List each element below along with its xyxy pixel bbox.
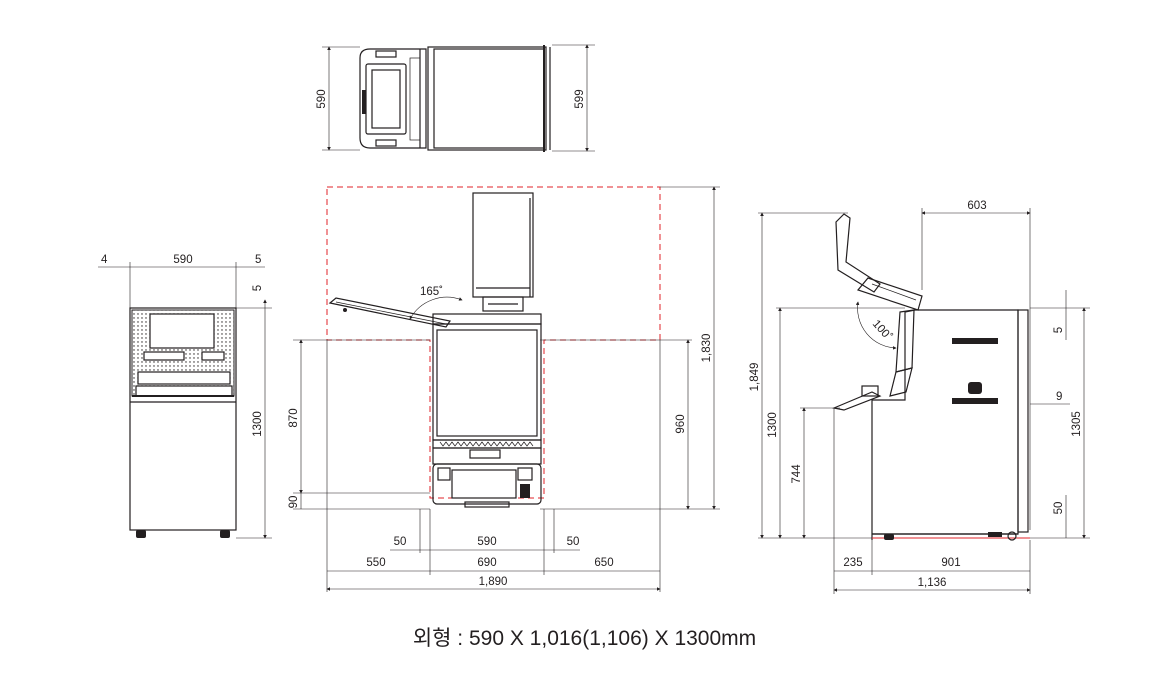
open-total-width-label: 1,890 bbox=[479, 576, 508, 588]
side-right-mid-label: 9 bbox=[1056, 391, 1062, 403]
open-gap-left-label: 50 bbox=[394, 536, 407, 548]
open-left-space-label: 550 bbox=[366, 557, 385, 569]
side-angle-label: 100˚ bbox=[870, 318, 894, 343]
side-body-depth-label: 901 bbox=[941, 557, 960, 569]
dimensions-caption: 외형 : 590 X 1,016(1,106) X 1300mm bbox=[412, 627, 757, 650]
front-width-label: 590 bbox=[173, 254, 192, 266]
side-body-height-label: 1300 bbox=[767, 412, 779, 438]
side-total-height-label: 1,849 bbox=[749, 363, 761, 392]
front-right-margin-label: 5 bbox=[255, 254, 261, 266]
open-right-space-label: 650 bbox=[594, 557, 613, 569]
top-depth-left-label: 590 bbox=[316, 89, 328, 108]
side-right-bottom-label: 50 bbox=[1053, 502, 1065, 515]
side-shelf-height-label: 744 bbox=[791, 464, 803, 484]
side-total-depth-label: 1,136 bbox=[918, 577, 947, 589]
side-right-height-label: 1305 bbox=[1071, 411, 1083, 437]
open-gap-right-label: 50 bbox=[567, 536, 580, 548]
open-base-height-label: 90 bbox=[288, 496, 300, 509]
side-top-depth-label: 603 bbox=[967, 200, 986, 212]
open-body-width-label: 590 bbox=[477, 536, 496, 548]
side-right-top-label: 5 bbox=[1053, 327, 1065, 333]
front-top-offset-label: 5 bbox=[252, 285, 264, 291]
open-angle-label: 165˚ bbox=[420, 286, 443, 298]
front-height-label: 1300 bbox=[252, 411, 264, 437]
open-total-height-label: 1,830 bbox=[701, 334, 713, 363]
open-opening-width-label: 690 bbox=[477, 557, 496, 569]
top-view: 590 599 bbox=[316, 44, 595, 152]
front-view: 4 590 5 5 1300 bbox=[98, 254, 272, 539]
top-depth-right-label: 599 bbox=[574, 89, 586, 108]
open-view: 870 90 960 1,830 50 590 50 550 690 650 1… bbox=[288, 186, 720, 592]
side-view: 603 1,849 1300 744 1305 5 9 50 235 901 1… bbox=[749, 200, 1090, 594]
side-front-depth-label: 235 bbox=[843, 557, 862, 569]
open-keyboard-height-label: 870 bbox=[288, 408, 300, 427]
front-left-margin-label: 4 bbox=[101, 254, 108, 266]
open-opening-height-label: 960 bbox=[675, 414, 687, 433]
technical-drawing: 590 599 4 590 5 5 1300 bbox=[98, 44, 1090, 594]
